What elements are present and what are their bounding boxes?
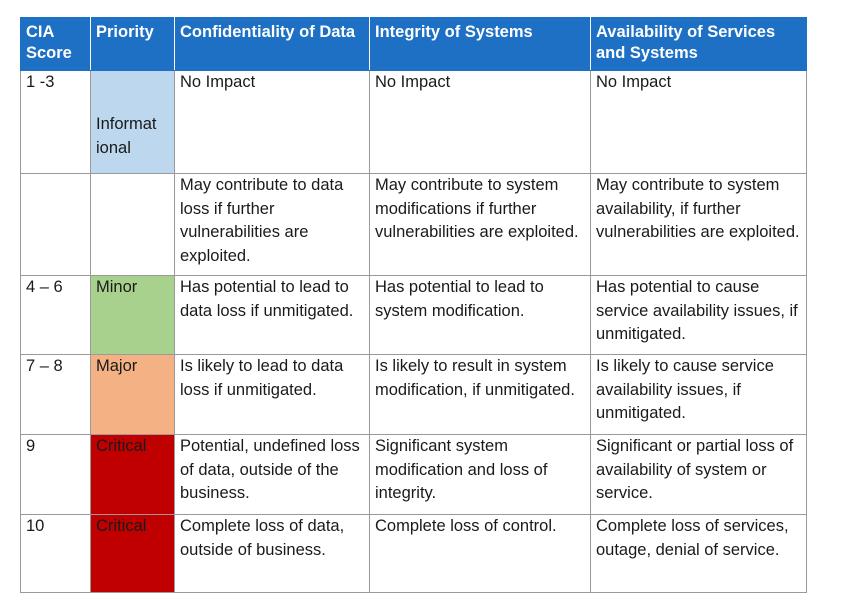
integrity-cell: Complete loss of control.	[369, 514, 591, 593]
header-availability: Availability of Services and Systems	[590, 17, 807, 71]
table-row: 4 – 6 Minor Has potential to lead to dat…	[20, 275, 807, 355]
score-cell: 7 – 8	[20, 354, 91, 435]
confidentiality-cell: Potential, undefined loss of data, outsi…	[174, 434, 370, 515]
header-cia-score: CIA Score	[20, 17, 91, 71]
confidentiality-cell: May contribute to data loss if further v…	[174, 173, 370, 276]
header-integrity: Integrity of Systems	[369, 17, 591, 71]
priority-cell	[90, 173, 175, 276]
table-header-row: CIA Score Priority Confidentiality of Da…	[20, 17, 807, 71]
integrity-cell: Has potential to lead to system modifica…	[369, 275, 591, 355]
availability-cell: Significant or partial loss of availabil…	[590, 434, 807, 515]
score-cell: 1 -3	[20, 70, 91, 174]
integrity-cell: No Impact	[369, 70, 591, 174]
confidentiality-cell: Is likely to lead to data loss if unmiti…	[174, 354, 370, 435]
table-row: 9 Critical Potential, undefined loss of …	[20, 434, 807, 515]
priority-cell-critical: Critical	[90, 434, 175, 515]
priority-cell-minor: Minor	[90, 275, 175, 355]
cia-impact-table: CIA Score Priority Confidentiality of Da…	[20, 17, 807, 593]
table-row: 7 – 8 Major Is likely to lead to data lo…	[20, 354, 807, 435]
header-confidentiality: Confidentiality of Data	[174, 17, 370, 71]
availability-cell: Is likely to cause service availability …	[590, 354, 807, 435]
priority-label: Informat ional	[96, 115, 157, 157]
score-cell: 9	[20, 434, 91, 515]
integrity-cell: Is likely to result in system modificati…	[369, 354, 591, 435]
integrity-cell: Significant system modification and loss…	[369, 434, 591, 515]
table-row: 10 Critical Complete loss of data, outsi…	[20, 514, 807, 593]
header-priority: Priority	[90, 17, 175, 71]
availability-cell: Has potential to cause service availabil…	[590, 275, 807, 355]
confidentiality-cell: Has potential to lead to data loss if un…	[174, 275, 370, 355]
score-cell: 10	[20, 514, 91, 593]
availability-cell: Complete loss of services, outage, denia…	[590, 514, 807, 593]
priority-cell-major: Major	[90, 354, 175, 435]
confidentiality-cell: Complete loss of data, outside of busine…	[174, 514, 370, 593]
table-row: May contribute to data loss if further v…	[20, 173, 807, 276]
priority-cell-informational: Informat ional	[90, 70, 175, 174]
integrity-cell: May contribute to system modifications i…	[369, 173, 591, 276]
score-cell	[20, 173, 91, 276]
availability-cell: May contribute to system availability, i…	[590, 173, 807, 276]
score-cell: 4 – 6	[20, 275, 91, 355]
confidentiality-cell: No Impact	[174, 70, 370, 174]
availability-cell: No Impact	[590, 70, 807, 174]
table-row: 1 -3 Informat ional No Impact No Impact …	[20, 70, 807, 174]
priority-cell-critical: Critical	[90, 514, 175, 593]
